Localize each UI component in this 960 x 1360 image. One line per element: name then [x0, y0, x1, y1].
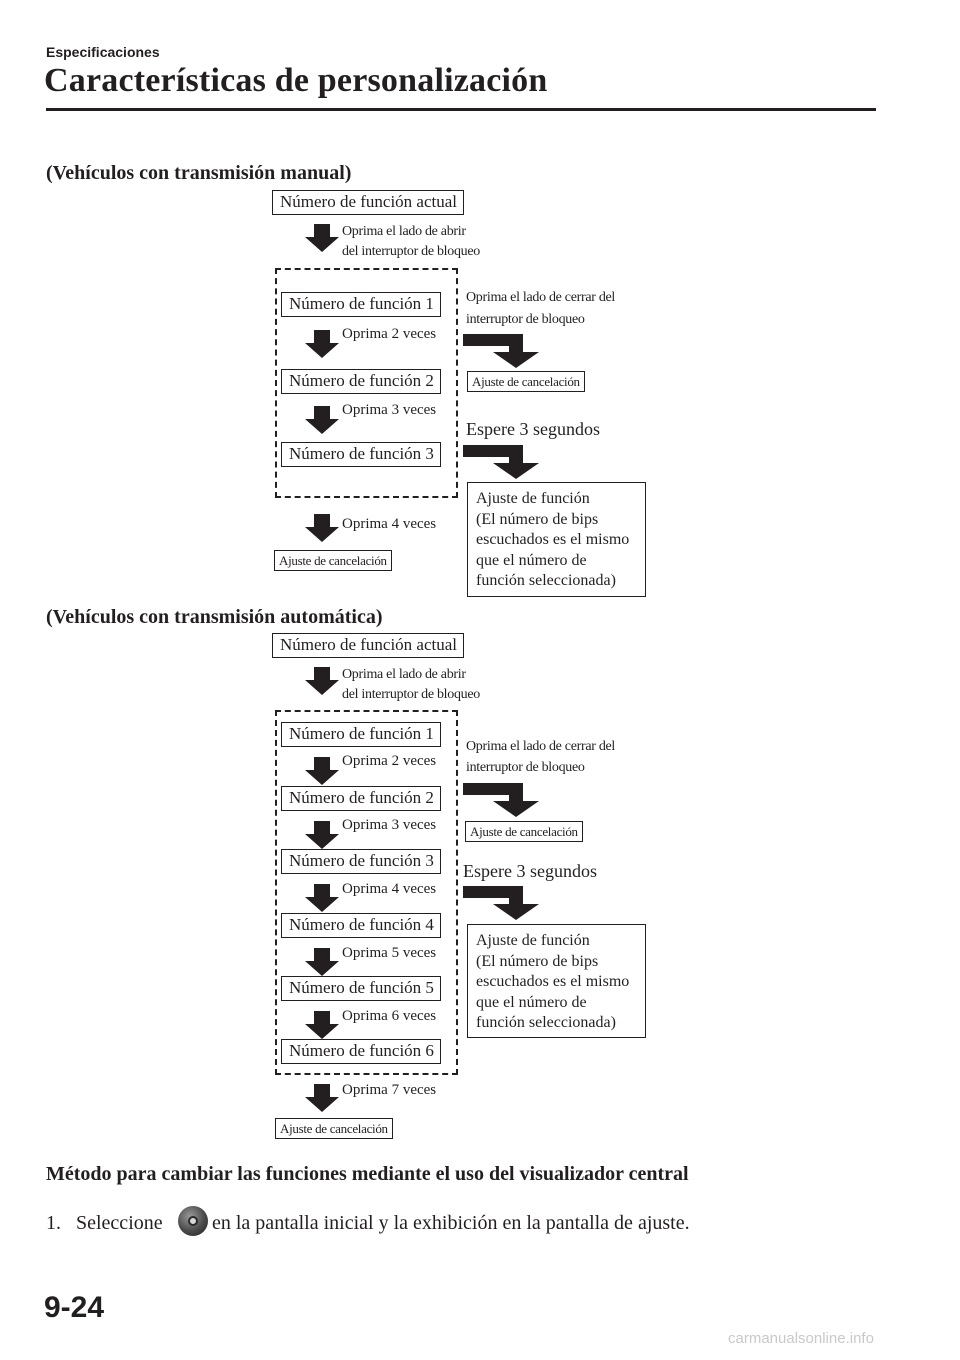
manual-close-note-line2: interruptor de bloqueo: [466, 312, 585, 327]
down-arrow-icon: [305, 1084, 339, 1112]
elbow-arrow-icon: [463, 783, 539, 817]
manual-result-line: (El número de bips: [476, 510, 599, 528]
auto-press-3: Oprima 3 veces: [342, 817, 437, 833]
step-1-number: 1.: [46, 1212, 61, 1234]
down-arrow-icon: [305, 224, 339, 252]
manual-result-line: Ajuste de función: [476, 490, 590, 507]
auto-result-line: (El número de bips: [476, 952, 599, 970]
page-number: 9-24: [44, 1291, 105, 1324]
down-arrow-icon: [305, 757, 339, 785]
auto-cancel-box: Ajuste de cancelación: [275, 1118, 393, 1139]
down-arrow-icon: [305, 330, 339, 358]
manual-function-group: [275, 268, 458, 498]
auto-wait-label: Espere 3 segundos: [463, 861, 597, 881]
watermark: carmanualsonline.info: [728, 1330, 874, 1347]
section-label: Especificaciones: [46, 44, 160, 60]
manual-result-line: función seleccionada): [476, 572, 616, 589]
auto-result-line: escuchados es el mismo: [476, 973, 630, 990]
down-arrow-icon: [305, 667, 339, 695]
manual-result-line: que el número de: [476, 551, 587, 569]
auto-function-2-box: Número de función 2: [281, 786, 441, 811]
auto-function-4-box: Número de función 4: [281, 913, 441, 938]
auto-press-6: Oprima 6 veces: [342, 1008, 437, 1024]
auto-close-note-line2: interruptor de bloqueo: [466, 760, 585, 775]
manual-press-4: Oprima 4 veces: [342, 516, 437, 532]
auto-function-5-box: Número de función 5: [281, 976, 441, 1001]
manual-wait-label: Espere 3 segundos: [466, 419, 600, 439]
settings-gear-icon: [178, 1206, 208, 1236]
manual-open-note-line2: del interruptor de bloqueo: [342, 244, 480, 259]
automatic-heading: (Vehículos con transmisión automática): [46, 606, 383, 628]
auto-function-6-box: Número de función 6: [281, 1039, 441, 1064]
elbow-arrow-icon: [463, 886, 539, 920]
step-1-text-before: Seleccione: [76, 1212, 163, 1234]
manual-press-2: Oprima 2 veces: [342, 326, 437, 342]
manual-close-note-line1: Oprima el lado de cerrar del: [466, 290, 616, 305]
manual-current-function-box: Número de función actual: [272, 190, 465, 215]
auto-close-cancel-box: Ajuste de cancelación: [465, 821, 583, 842]
manual-function-3-box: Número de función 3: [281, 442, 441, 467]
page-title: Características de personalización: [44, 62, 548, 99]
down-arrow-icon: [305, 948, 339, 976]
title-rule: [46, 108, 876, 111]
down-arrow-icon: [305, 821, 339, 849]
manual-function-2-box: Número de función 2: [281, 369, 441, 394]
auto-result-line: que el número de: [476, 993, 587, 1011]
manual-result-line: escuchados es el mismo: [476, 531, 630, 548]
auto-close-note-line1: Oprima el lado de cerrar del: [466, 739, 616, 754]
manual-close-cancel-box: Ajuste de cancelación: [467, 371, 585, 392]
auto-current-function-box: Número de función actual: [272, 633, 465, 658]
auto-open-note-line1: Oprima el lado de abrir: [342, 667, 466, 682]
manual-result-box: Ajuste de función (El número de bips esc…: [467, 482, 646, 597]
manual-function-1-box: Número de función 1: [281, 292, 441, 317]
auto-open-note-line2: del interruptor de bloqueo: [342, 687, 480, 702]
auto-press-2: Oprima 2 veces: [342, 753, 437, 769]
auto-result-line: función seleccionada): [476, 1014, 616, 1031]
manual-open-note-line1: Oprima el lado de abrir: [342, 224, 466, 239]
auto-function-1-box: Número de función 1: [281, 722, 441, 747]
down-arrow-icon: [305, 884, 339, 912]
step-1-text-after: en la pantalla inicial y la exhibición e…: [212, 1212, 690, 1234]
auto-function-3-box: Número de función 3: [281, 849, 441, 874]
auto-function-group: [275, 710, 458, 1075]
down-arrow-icon: [305, 514, 339, 542]
manual-cancel-box: Ajuste de cancelación: [274, 550, 392, 571]
auto-result-line: Ajuste de función: [476, 932, 590, 949]
manual-press-3: Oprima 3 veces: [342, 402, 437, 418]
manual-heading: (Vehículos con transmisión manual): [46, 162, 352, 184]
elbow-arrow-icon: [463, 445, 539, 479]
auto-press-4: Oprima 4 veces: [342, 881, 437, 897]
down-arrow-icon: [305, 1011, 339, 1039]
auto-press-5: Oprima 5 veces: [342, 945, 437, 961]
elbow-arrow-icon: [463, 334, 539, 368]
auto-press-7: Oprima 7 veces: [342, 1082, 437, 1098]
auto-result-box: Ajuste de función (El número de bips esc…: [467, 924, 646, 1038]
down-arrow-icon: [305, 406, 339, 434]
method-heading: Método para cambiar las funciones median…: [46, 1163, 689, 1185]
